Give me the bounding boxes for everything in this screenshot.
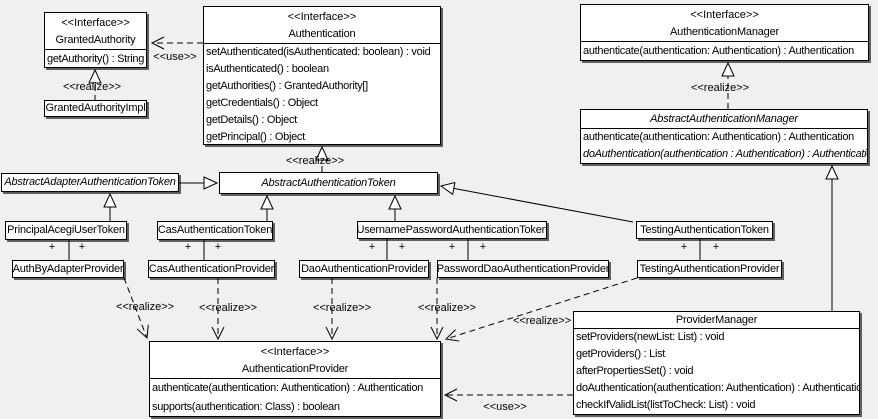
compartment-divider — [45, 49, 146, 50]
use-edge-label: <<use>> — [153, 51, 197, 63]
compartment-divider — [150, 378, 440, 379]
class-password-dao-authentication-provider[interactable]: PasswordDaoAuthenticationProvider — [437, 260, 609, 278]
class-name: DaoAuthenticationProvider — [301, 262, 427, 275]
class-authentication[interactable]: <<Interface>> Authentication setAuthenti… — [203, 6, 441, 145]
compartment-divider — [574, 328, 859, 329]
class-name: PrincipalAcegiUserToken — [7, 224, 125, 236]
class-name: Authentication — [288, 28, 356, 40]
realize-authbyadapterprovider — [123, 277, 149, 340]
class-name: PasswordDaoAuthenticationProvider — [437, 262, 609, 275]
class-name: GrantedAuthority — [55, 34, 136, 46]
class-provider-manager[interactable]: ProviderManager setProviders(newList: Li… — [573, 311, 860, 415]
class-name: CasAuthenticationToken — [157, 224, 273, 236]
stereotype-label: <<Interface>> — [287, 11, 357, 23]
class-name: ProviderManager — [675, 314, 758, 326]
method-label: getAuthority() : String — [47, 53, 145, 65]
realize-edge-label: <<realize>> — [62, 81, 122, 93]
method-list: setAuthenticated(isAuthenticated: boolea… — [204, 44, 440, 144]
class-name: TestingAuthenticationToken — [640, 223, 769, 236]
method-label: doAuthentication(authentication : Authen… — [583, 148, 868, 160]
association-end-plus: + — [712, 241, 720, 253]
realize-testingauthenticationprovider — [444, 277, 638, 342]
association-end-plus: + — [184, 241, 192, 253]
method-label: getCredentials() : Object — [206, 97, 318, 109]
class-name: CasAuthenticationProvider — [148, 262, 275, 275]
realize-edge-label: <<realize>> — [198, 302, 258, 314]
compartment-divider — [581, 41, 868, 42]
class-name: AuthenticationProvider — [241, 363, 349, 375]
class-testing-authentication-token[interactable]: TestingAuthenticationToken — [636, 221, 773, 239]
class-name: AbstractAuthenticationManager — [650, 113, 798, 125]
method-label: getAuthorities() : GrantedAuthority[] — [206, 80, 368, 92]
association-end-plus: + — [48, 241, 56, 253]
realize-edge-label: <<realize>> — [417, 302, 477, 314]
realize-edge-label: <<realize>> — [312, 302, 372, 314]
gen-testingauthenticationtoken — [439, 181, 634, 223]
realize-edge-label: <<realize>> — [115, 301, 175, 313]
method-label: checkIfValidList(listToCheck: List) : vo… — [576, 399, 756, 411]
class-name: AbstractAdapterAuthenticationToken — [4, 176, 176, 188]
method-list: authenticate(authentication: Authenticat… — [581, 129, 867, 163]
class-username-password-authentication-token[interactable]: UsernamePasswordAuthenticationToken — [357, 221, 547, 239]
class-name: AbstractAuthenticationToken — [261, 176, 396, 189]
association-end-plus: + — [368, 241, 376, 253]
class-abstract-authentication-manager[interactable]: AbstractAuthenticationManager authentica… — [580, 109, 868, 164]
compartment-divider — [581, 128, 867, 129]
class-name: GrantedAuthorityImpl — [45, 102, 146, 114]
method-label: isAuthenticated() : boolean — [206, 63, 329, 75]
method-label: authenticate(authentication: Authenticat… — [583, 45, 854, 57]
stereotype-label: <<Interface>> — [690, 9, 759, 21]
method-list: authenticate(authentication: Authenticat… — [150, 379, 440, 416]
association-end-plus: + — [78, 241, 86, 253]
association-end-plus: + — [398, 241, 406, 253]
class-authentication-provider[interactable]: <<Interface>> AuthenticationProvider aut… — [149, 341, 441, 417]
class-granted-authority-impl[interactable]: GrantedAuthorityImpl — [44, 100, 147, 117]
method-label: supports(authentication: Class) : boolea… — [152, 401, 340, 413]
class-cas-authentication-provider[interactable]: CasAuthenticationProvider — [148, 260, 275, 278]
method-label: setProviders(newList: List) : void — [576, 331, 725, 343]
method-label: setAuthenticated(isAuthenticated: boolea… — [206, 46, 431, 58]
class-abstract-adapter-authentication-token[interactable]: AbstractAdapterAuthenticationToken — [1, 173, 179, 192]
class-dao-authentication-provider[interactable]: DaoAuthenticationProvider — [299, 260, 429, 278]
method-label: afterPropertiesSet() : void — [576, 365, 694, 377]
method-label: doAuthentication(authentication: Authent… — [576, 382, 860, 394]
method-list: setProviders(newList: List) : void getPr… — [574, 329, 859, 414]
realize-edge-label: <<realize>> — [690, 82, 750, 94]
association-end-plus: + — [680, 241, 688, 253]
association-end-plus: + — [448, 241, 456, 253]
class-granted-authority[interactable]: <<Interface>> GrantedAuthority getAuthor… — [44, 12, 147, 68]
method-label: getDetails() : Object — [206, 114, 297, 126]
association-end-plus: + — [479, 241, 487, 253]
compartment-divider — [204, 43, 440, 44]
class-name: AuthByAdapterProvider — [12, 262, 124, 275]
class-abstract-authentication-token[interactable]: AbstractAuthenticationToken — [219, 172, 438, 194]
class-authentication-manager[interactable]: <<Interface>> AuthenticationManager auth… — [580, 4, 869, 61]
method-label: authenticate(authentication: Authenticat… — [152, 382, 423, 394]
stereotype-label: <<Interface>> — [260, 346, 330, 358]
method-label: getPrincipal() : Object — [206, 131, 305, 143]
method-label: authenticate(authentication: Authenticat… — [583, 131, 854, 143]
realize-edge-label: <<realize>> — [512, 315, 572, 327]
use-edge-label: <<use>> — [483, 401, 527, 413]
class-testing-authentication-provider[interactable]: TestingAuthenticationProvider — [637, 260, 782, 278]
class-cas-authentication-token[interactable]: CasAuthenticationToken — [157, 221, 273, 240]
realize-edge-label: <<realize>> — [285, 155, 345, 167]
association-end-plus: + — [214, 241, 222, 253]
method-label: getProviders() : List — [576, 348, 666, 360]
class-principal-acegi-user-token[interactable]: PrincipalAcegiUserToken — [5, 221, 127, 240]
class-name: TestingAuthenticationProvider — [639, 262, 780, 275]
class-name: AuthenticationManager — [670, 26, 779, 38]
class-auth-by-adapter-provider[interactable]: AuthByAdapterProvider — [12, 260, 124, 278]
stereotype-label: <<Interface>> — [61, 17, 130, 29]
class-name: UsernamePasswordAuthenticationToken — [357, 223, 547, 236]
